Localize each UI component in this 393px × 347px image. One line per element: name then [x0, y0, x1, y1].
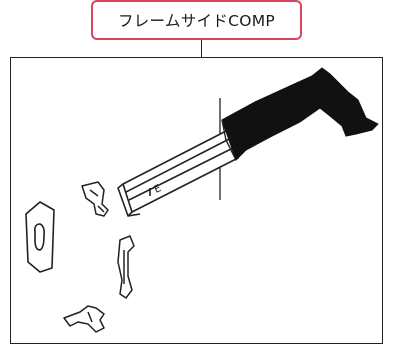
pillar-inner-edge: [221, 119, 237, 161]
bracket-lower-clip: [63, 305, 105, 333]
bracket-middle: [117, 235, 135, 299]
callout-leader-line: [201, 40, 202, 57]
part-mark-text: E: [153, 183, 163, 196]
part-name-label: フレームサイドCOMP: [117, 12, 276, 30]
part-name-callout: フレームサイドCOMP: [91, 0, 302, 40]
bracket-upper: [81, 181, 109, 217]
rear-pillar-section: [221, 67, 379, 161]
side-plate-part: [25, 201, 55, 273]
